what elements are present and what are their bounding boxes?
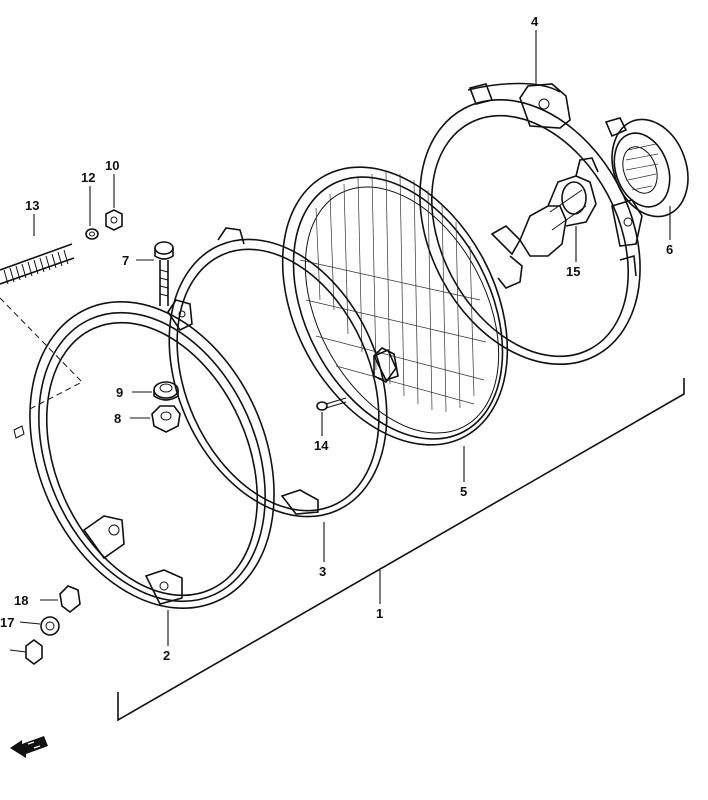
washer-12 — [85, 228, 99, 240]
callout-10: 10 — [105, 158, 119, 173]
nut-8 — [151, 405, 181, 433]
callout-6: 6 — [666, 242, 673, 257]
callout-13: 13 — [25, 198, 39, 213]
callout-15: 15 — [566, 264, 580, 279]
callout-18: 18 — [14, 593, 28, 608]
callout-5: 5 — [460, 484, 467, 499]
callout-8: 8 — [114, 411, 121, 426]
bolt-head — [9, 639, 43, 665]
socket-cover — [604, 117, 689, 218]
callout-9: 9 — [116, 385, 123, 400]
adjusting-spring — [0, 243, 75, 285]
callouts: 4 6 15 5 3 1 2 13 12 10 7 9 8 14 18 17 — [0, 14, 673, 663]
headlight-housing — [419, 82, 643, 366]
front-arrow-icon — [10, 736, 48, 758]
callout-4: 4 — [531, 14, 539, 29]
headlight-bulb — [490, 157, 599, 289]
assembly-bracket — [117, 378, 685, 722]
callout-17: 17 — [0, 615, 14, 630]
callout-3: 3 — [319, 564, 326, 579]
callout-12: 12 — [81, 170, 95, 185]
callout-7: 7 — [122, 253, 129, 268]
grommet-9 — [153, 381, 179, 401]
callout-2: 2 — [163, 648, 170, 663]
screw-7 — [154, 241, 174, 306]
lens-unit — [281, 166, 509, 446]
cap-18 — [59, 585, 81, 614]
washer-17 — [40, 616, 60, 636]
callout-1: 1 — [376, 606, 383, 621]
screw-14 — [316, 397, 347, 411]
inner-mounting-ring — [167, 227, 399, 518]
leader-lines — [19, 30, 671, 646]
callout-14: 14 — [314, 438, 329, 453]
outer-rim — [13, 300, 275, 610]
nut-10 — [105, 209, 123, 231]
